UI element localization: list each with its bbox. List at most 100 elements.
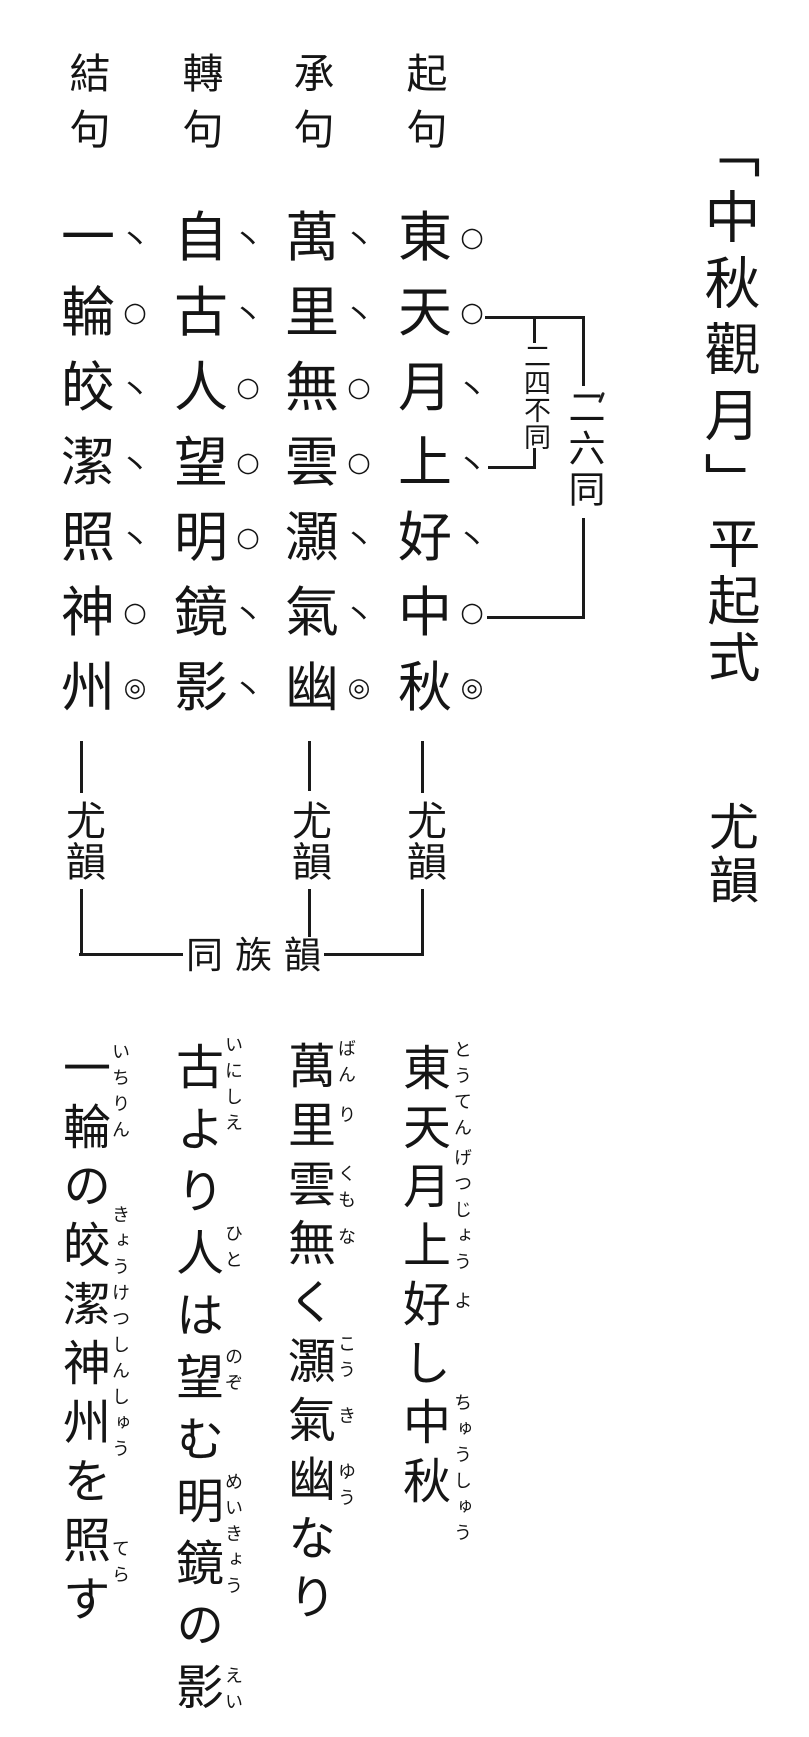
rhyme-label-line4: 尤韻 [59, 800, 105, 882]
poem-char: 潔 [61, 430, 115, 494]
poem-char-row: 萬丶 [278, 200, 376, 275]
poem-char-row: 皎丶 [54, 350, 152, 425]
tone-mark: 丶 [119, 370, 152, 409]
tone-mark: 丶 [232, 220, 265, 259]
furigana: とうてん [451, 1040, 472, 1144]
furigana: えい [222, 1666, 243, 1718]
poem-char: 秋 [398, 655, 452, 719]
poem-title: 「中秋觀月」 [695, 122, 760, 518]
furigana: くも [335, 1164, 356, 1216]
tone-mark: ◎ [347, 672, 371, 703]
tone-mark: 丶 [343, 520, 376, 559]
tone-mark: 丶 [232, 595, 265, 634]
family-bracket-left [79, 953, 183, 956]
poem-char-row: 無○ [278, 350, 372, 425]
rhyme-line-2-upper [308, 741, 311, 791]
tone-mark: 丶 [343, 295, 376, 334]
tone-mark: 丶 [343, 220, 376, 259]
poem-char: 月 [398, 355, 452, 419]
poem-char-row: 東○ [391, 200, 485, 275]
family-bracket-right [324, 953, 424, 956]
poem-char: 灝 [285, 505, 339, 569]
furigana: てら [109, 1539, 130, 1591]
bracket-line-26-bottom [487, 616, 585, 619]
poem-char-row: 雲○ [278, 425, 372, 500]
poem-line-column: 東○天○月丶上丶好丶中○秋◎ [391, 200, 489, 725]
furigana: こう [335, 1334, 356, 1386]
poem-line-column: 萬丶里丶無○雲○灝丶氣丶幽◎ [278, 200, 376, 725]
poem-char: 神 [61, 580, 115, 644]
furigana: な [335, 1227, 356, 1253]
poem-char-row: 明○ [167, 500, 261, 575]
poem-char: 照 [61, 505, 115, 569]
tone-mark: 丶 [232, 670, 265, 709]
rhyme-line-4-lower [80, 889, 83, 956]
reading-line: 一輪の皎潔神州を照す [54, 1043, 110, 1633]
bracket-line-24-tick-lower [533, 448, 536, 468]
furigana: ゆう [335, 1462, 356, 1514]
tone-mark: 丶 [232, 295, 265, 334]
rhyme-line-2-lower [308, 889, 311, 937]
tone-mark: ○ [123, 297, 147, 328]
rhyme-line-1-lower [421, 889, 424, 956]
tone-mark: ○ [236, 372, 260, 403]
poem-char-row: 天○ [391, 275, 485, 350]
poem-char-row: 影丶 [167, 650, 265, 725]
poem-line-label: 結句 [62, 52, 110, 164]
poem-char: 萬 [285, 205, 339, 269]
poem-char: 一 [61, 205, 115, 269]
poem-char: 州 [61, 655, 115, 719]
tone-mark: 丶 [456, 370, 489, 409]
poem-char-row: 輪○ [54, 275, 148, 350]
poem-char-row: 秋◎ [391, 650, 485, 725]
poem-line-label: 承句 [286, 52, 334, 164]
poem-char-row: 氣丶 [278, 575, 375, 650]
rhyme-line-1-upper [421, 741, 424, 793]
poem-char-row: 古丶 [167, 275, 265, 350]
poem-char: 自 [174, 205, 228, 269]
poem-char: 氣 [285, 580, 339, 644]
poem-char: 明 [174, 505, 228, 569]
tone-mark: 丶 [119, 520, 152, 559]
tone-mark: 丶 [456, 520, 489, 559]
poem-char: 鏡 [174, 580, 228, 644]
poem-char: 無 [285, 355, 339, 419]
tone-mark: 丶 [119, 220, 152, 259]
poem-char: 里 [285, 280, 339, 344]
poem-char-row: 潔丶 [54, 425, 152, 500]
tone-pattern-label: 平起式 [699, 516, 760, 687]
poem-char: 望 [174, 430, 228, 494]
tone-mark: ○ [236, 522, 260, 553]
poem-char-row: 鏡丶 [167, 575, 265, 650]
tone-mark: 丶 [456, 445, 489, 484]
poem-line-label: 轉句 [175, 52, 223, 164]
poem-char: 好 [398, 505, 452, 569]
poem-char-row: 里丶 [278, 275, 376, 350]
tone-mark: ◎ [123, 672, 147, 703]
furigana: げつじょう [451, 1148, 472, 1278]
poem-char-row: 一丶 [54, 200, 152, 275]
poem-char: 輪 [61, 280, 115, 344]
poem-char-row: 人○ [167, 350, 261, 425]
annotation-two-four-different: 二四不同 [519, 342, 550, 450]
furigana: いにしえ [222, 1035, 243, 1139]
tone-mark: ○ [123, 597, 147, 628]
poem-char: 中 [398, 580, 452, 644]
tone-mark: 丶 [119, 445, 152, 484]
furigana: きょうけつしんしゅう [109, 1205, 130, 1465]
furigana: いちりん [109, 1042, 130, 1146]
furigana: のぞ [222, 1347, 243, 1399]
tone-mark: ○ [347, 447, 371, 478]
poem-char: 雲 [285, 430, 339, 494]
bracket-line-26-vert-upper [582, 316, 585, 386]
annotation-two-six-same: 二六同 [562, 388, 605, 511]
annotation-same-family-rhyme: 同族韻 [186, 934, 333, 977]
tone-mark: ○ [236, 447, 260, 478]
reading-line: 萬里雲無く灝氣幽なり [279, 1041, 335, 1631]
poem-char: 幽 [285, 655, 339, 719]
poem-char-row: 望○ [167, 425, 261, 500]
poem-char-row: 好丶 [391, 500, 489, 575]
poem-char: 天 [398, 280, 452, 344]
bracket-line-26-vert-lower [582, 518, 585, 619]
poem-char-row: 照丶 [54, 500, 152, 575]
